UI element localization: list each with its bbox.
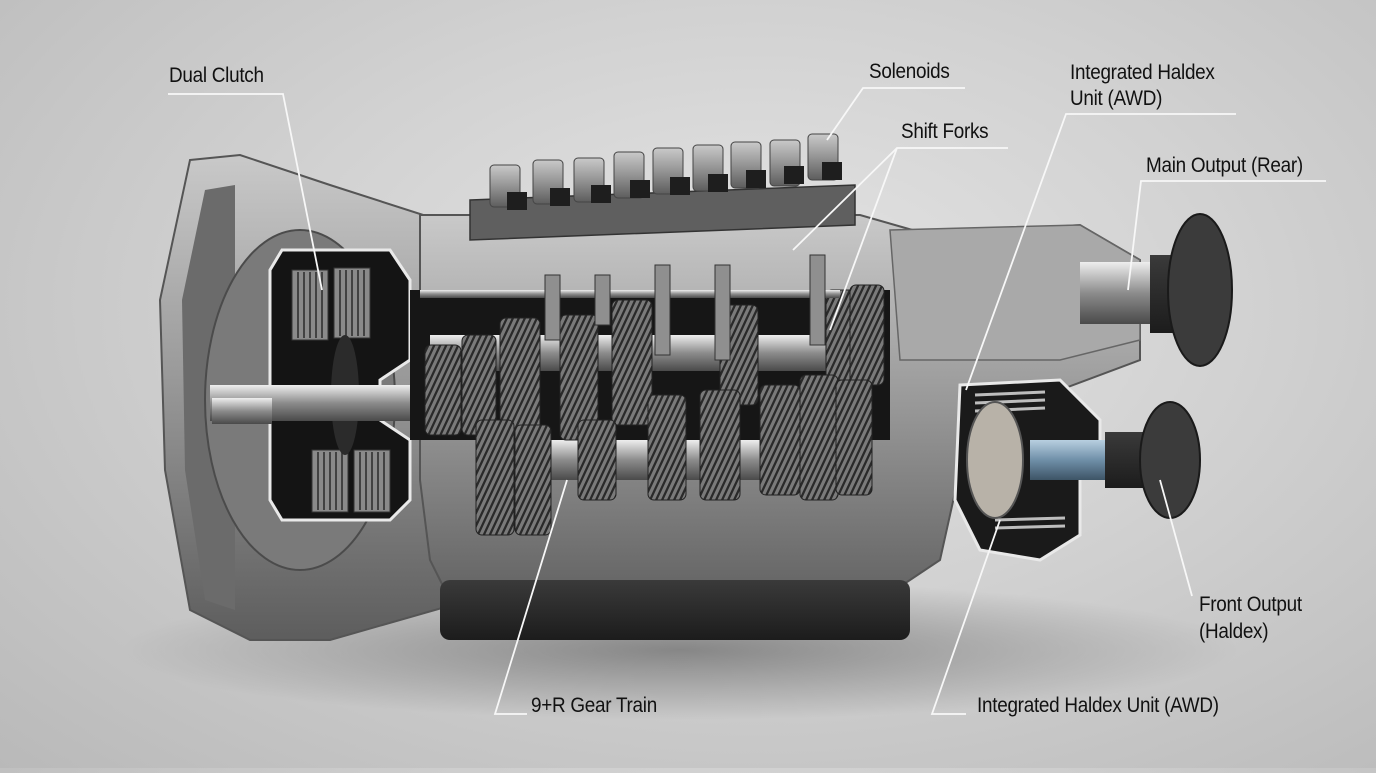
label-shift-forks: Shift Forks: [901, 120, 989, 143]
leader-gear-train: [493, 479, 568, 715]
label-gear-train: 9+R Gear Train: [531, 694, 657, 717]
rear-extension: [889, 213, 1233, 367]
label-front-output-line1: Front Output: [1199, 593, 1302, 616]
label-dual-clutch: Dual Clutch: [169, 64, 264, 87]
leader-main-output: [1127, 180, 1326, 291]
rear-flange: [1167, 213, 1233, 367]
leader-haldex-top: [965, 113, 1236, 391]
oil-pan: [440, 580, 910, 640]
gear-train: [410, 254, 890, 536]
label-front-output-line2: (Haldex): [1199, 620, 1269, 643]
label-solenoids: Solenoids: [869, 60, 950, 83]
leader-front-output: [1159, 479, 1193, 597]
leader-dual-clutch: [168, 93, 323, 291]
label-haldex-top-line1: Integrated Haldex: [1070, 61, 1215, 84]
haldex-unit: [953, 378, 1201, 562]
label-main-output: Main Output (Rear): [1146, 154, 1303, 177]
solenoid-block: [469, 133, 856, 241]
front-flange: [1139, 401, 1201, 519]
leader-shift-fork-2: [829, 147, 898, 331]
leader-haldex-bottom: [930, 519, 1001, 715]
shift-rail: [420, 290, 840, 298]
shift-forks: [544, 254, 826, 361]
leader-lines: [168, 87, 1326, 715]
haldex-shaft: [1030, 440, 1110, 480]
label-haldex-bottom: Integrated Haldex Unit (AWD): [977, 694, 1219, 717]
label-haldex-top-line2: Unit (AWD): [1070, 87, 1163, 110]
leader-solenoids: [826, 87, 965, 141]
haldex-pump-disc: [966, 401, 1024, 519]
